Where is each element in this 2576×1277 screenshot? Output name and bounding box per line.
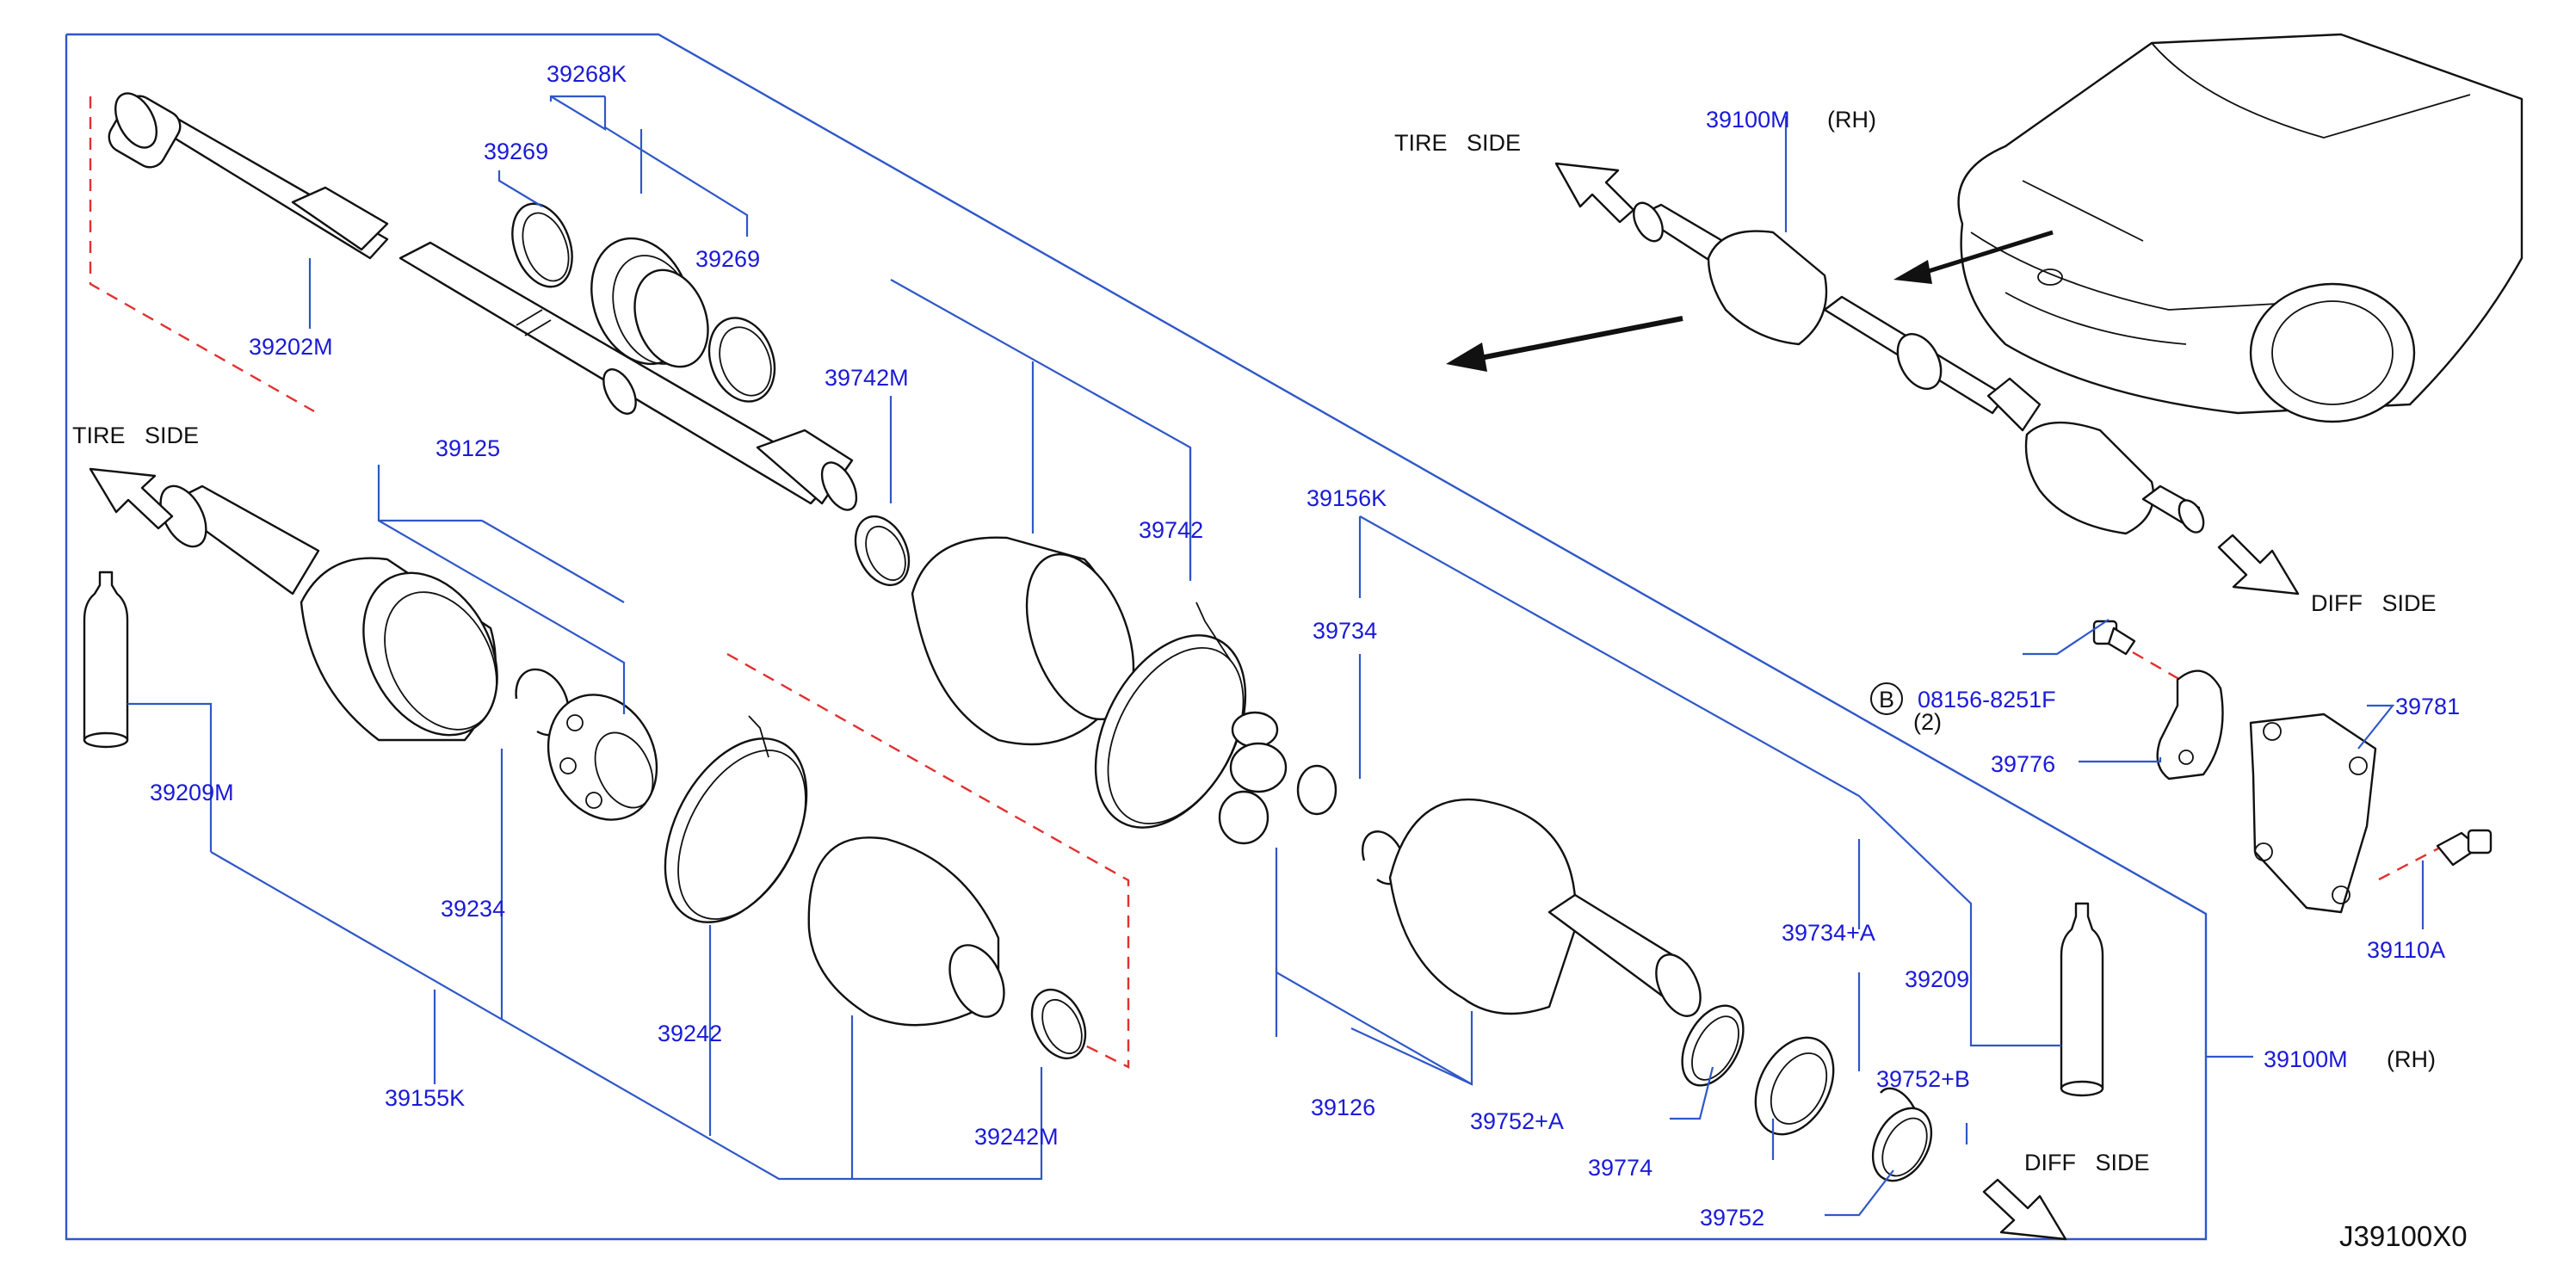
label-39202M: 39202M [249, 334, 333, 360]
label-39781: 39781 [2395, 694, 2460, 719]
alignment-dash-bolt2 [2378, 847, 2439, 881]
label-39752A: 39752+A [1470, 1108, 1564, 1134]
note-diff-side-bottom: DIFF SIDE [2024, 1150, 2150, 1175]
note-tire-side-top: TIRE SIDE [1394, 130, 1521, 156]
label-39126: 39126 [1311, 1095, 1375, 1120]
label-39752: 39752 [1700, 1205, 1764, 1231]
label-39734: 39734 [1313, 618, 1377, 644]
label-39269-b: 39269 [695, 246, 760, 272]
label-39242: 39242 [658, 1021, 722, 1046]
label-39155K: 39155K [385, 1085, 465, 1111]
diff-side-arrow-bottom [1982, 1178, 2067, 1241]
label-39269-a: 39269 [484, 139, 548, 164]
label-08156-8251F: 08156-8251F [1918, 687, 2056, 713]
diagram-id: J39100X0 [2339, 1220, 2468, 1252]
boot-39742 [911, 536, 1135, 746]
boot-lower [807, 836, 1005, 1027]
label-39752B: 39752+B [1876, 1066, 1970, 1092]
spider-39126 [1218, 711, 1337, 845]
b-marker-text: B [1879, 687, 1894, 713]
bolt-39110A [2436, 829, 2493, 867]
label-39242M: 39242M [974, 1124, 1059, 1150]
leader-lines [127, 95, 2425, 1217]
assembly-frame [65, 33, 2208, 1241]
shaft-39202M [108, 92, 858, 511]
clamp-39242M [1030, 988, 1087, 1060]
seal-39752B [1871, 1107, 1933, 1182]
band-39742 [1094, 601, 1247, 829]
inner-race [547, 694, 658, 821]
seal-39774 [1681, 1004, 1745, 1087]
label-39742: 39742 [1139, 517, 1203, 543]
tire-side-arrow-left [89, 467, 174, 530]
grease-tube-39209M [83, 571, 129, 749]
label-39100M-top: 39100M [1706, 107, 1790, 133]
note-rh-right: (RH) [2387, 1046, 2436, 1072]
note-qty-2: (2) [1913, 709, 1942, 735]
outer-joint-39125 [159, 484, 498, 742]
grease-tube-39209 [2060, 902, 2104, 1097]
bracket-39781 [2249, 713, 2377, 914]
note-tire-side-left: TIRE SIDE [72, 423, 199, 448]
bracket-39776 [2156, 669, 2224, 780]
alignment-dash-boot [726, 652, 1130, 1069]
direction-arrows [1446, 230, 2054, 372]
label-39774: 39774 [1588, 1155, 1652, 1181]
label-39100M-right: 39100M [2264, 1046, 2348, 1072]
label-39156K: 39156K [1307, 485, 1387, 511]
note-diff-side-right: DIFF SIDE [2311, 590, 2437, 616]
label-39234: 39234 [441, 896, 505, 922]
label-39209: 39209 [1905, 966, 1969, 992]
label-39742M: 39742M [825, 365, 909, 391]
note-rh-top: (RH) [1827, 107, 1876, 133]
alignment-dash-shaft [89, 96, 315, 413]
label-39209M: 39209M [150, 780, 234, 805]
label-39268K: 39268K [547, 61, 627, 87]
clamp-39742M [854, 515, 911, 587]
label-39776: 39776 [1991, 751, 2055, 777]
b-marker: B [1870, 682, 1903, 715]
tire-side-arrow-top [1554, 162, 1635, 224]
boot-kit-39268K [511, 202, 776, 403]
diff-side-arrow-right [2217, 534, 2300, 595]
band-39242 [664, 715, 808, 923]
bearing-39752 [1754, 1036, 1835, 1136]
label-39734A: 39734+A [1782, 920, 1875, 946]
label-39125: 39125 [436, 435, 500, 461]
car-outline [1957, 33, 2523, 423]
label-39110A: 39110A [2367, 937, 2445, 963]
axle-assembly-39100M [1633, 201, 2205, 535]
inner-housing [1388, 798, 1702, 1017]
